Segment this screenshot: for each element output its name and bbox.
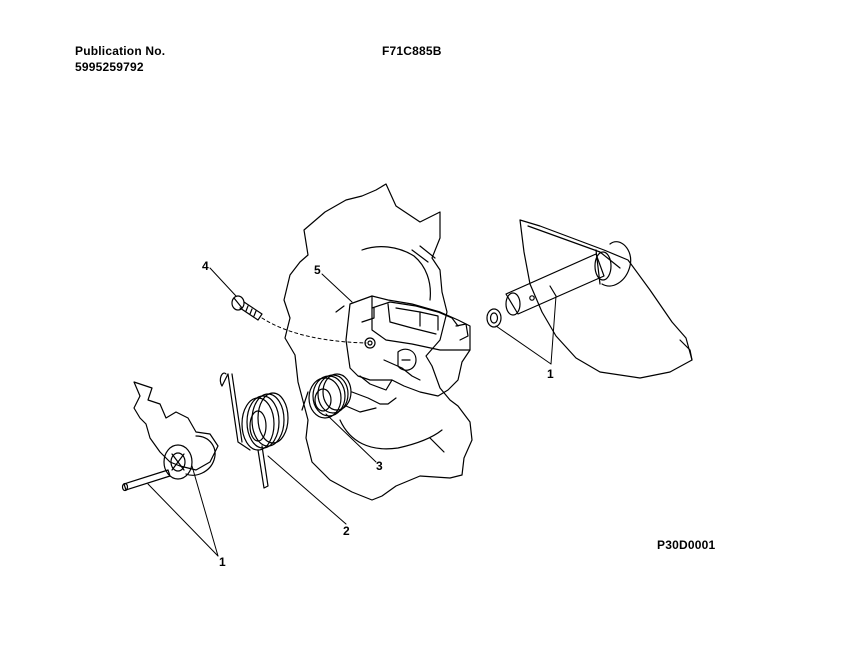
leader-4 xyxy=(209,267,237,297)
publication-number: 5995259792 xyxy=(75,60,144,74)
leader-1-left-a xyxy=(147,483,219,557)
callout-2: 2 xyxy=(343,524,350,538)
leader-5 xyxy=(321,273,353,303)
damper-shield-blade xyxy=(505,219,693,379)
leader-2 xyxy=(267,455,347,525)
damper-plate-housing xyxy=(283,183,473,501)
callout-1-left: 1 xyxy=(219,555,226,569)
callout-1-right: 1 xyxy=(547,367,554,381)
washer xyxy=(486,308,502,328)
callout-3: 3 xyxy=(376,459,383,473)
publication-label: Publication No. xyxy=(75,44,166,58)
leader-1-right-a xyxy=(495,325,552,365)
hinge-pin xyxy=(121,469,171,492)
leader-1-left-b xyxy=(191,465,219,557)
torsion-spring xyxy=(219,372,289,489)
inner-spring xyxy=(301,373,352,419)
hinge-plate xyxy=(133,381,219,480)
damper-bracket xyxy=(345,295,471,413)
model-number: F71C885B xyxy=(382,44,442,58)
screw xyxy=(231,295,263,321)
alignment-line xyxy=(261,317,367,344)
callout-5: 5 xyxy=(314,263,321,277)
leader-3 xyxy=(325,413,377,463)
diagram-code: P30D0001 xyxy=(657,538,716,552)
leader-lines xyxy=(147,267,557,557)
leader-1-right-b xyxy=(550,295,557,365)
callout-4: 4 xyxy=(202,259,209,273)
